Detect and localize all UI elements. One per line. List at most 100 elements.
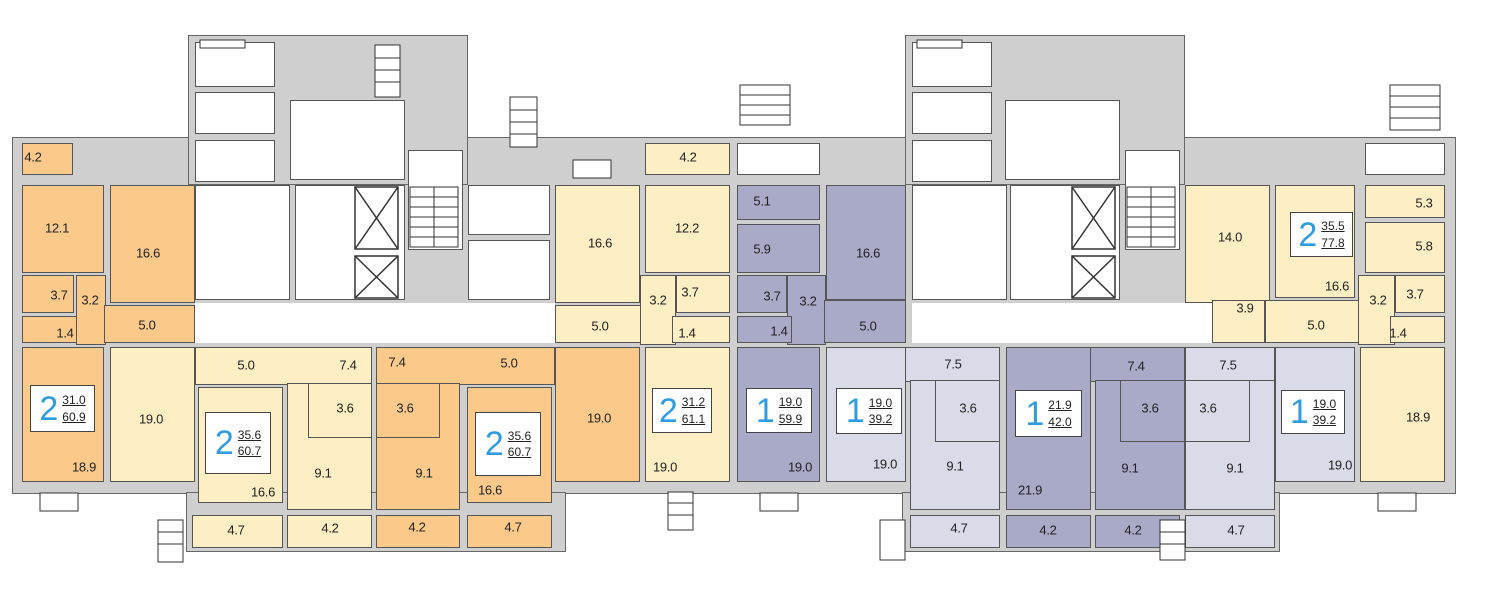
living-area: 21.9 bbox=[1048, 398, 1072, 413]
room-area: 4.7 bbox=[504, 519, 522, 535]
room-fill bbox=[737, 316, 792, 343]
room-fill bbox=[1120, 380, 1185, 442]
room-fill bbox=[737, 185, 820, 220]
room-fill bbox=[672, 316, 730, 343]
living-area: 31.2 bbox=[681, 395, 706, 410]
room-fill bbox=[104, 305, 195, 343]
room-area: 1.4 bbox=[678, 325, 696, 341]
room-area: 16.6 bbox=[250, 484, 276, 500]
living-area: 35.5 bbox=[1321, 219, 1345, 234]
room-fill bbox=[676, 275, 730, 313]
room-area: 16.6 bbox=[1324, 278, 1350, 294]
room-fill bbox=[737, 275, 787, 313]
room-area: 21.9 bbox=[1017, 482, 1043, 498]
room-area: 3.7 bbox=[763, 288, 781, 304]
room-area: 4.2 bbox=[1039, 522, 1057, 538]
room-area: 3.7 bbox=[1406, 286, 1424, 302]
room-area: 4.2 bbox=[321, 520, 339, 536]
vestibule bbox=[290, 100, 405, 180]
room-fill bbox=[737, 224, 820, 273]
room-area: 19.0 bbox=[872, 456, 898, 472]
room-area: 9.1 bbox=[946, 458, 964, 474]
room-fill bbox=[110, 185, 195, 303]
room-count: 2 bbox=[39, 389, 59, 428]
room-fill bbox=[376, 383, 440, 438]
room-area: 4.2 bbox=[408, 519, 426, 535]
room-area: 14.0 bbox=[1217, 229, 1243, 245]
room-fill bbox=[1390, 316, 1445, 343]
room-area: 5.0 bbox=[591, 318, 609, 334]
room-fill bbox=[555, 305, 641, 343]
room-area: 3.6 bbox=[959, 400, 977, 416]
living-area: 31.0 bbox=[62, 393, 86, 408]
room-area: 4.2 bbox=[1124, 522, 1142, 538]
room-fill bbox=[110, 347, 195, 482]
room-fill bbox=[1185, 380, 1250, 442]
total-area: 59.9 bbox=[778, 411, 803, 426]
room-fill bbox=[195, 347, 372, 385]
total-area: 60.7 bbox=[237, 444, 262, 458]
service-room bbox=[468, 185, 550, 235]
room-fill bbox=[22, 185, 104, 273]
room-area: 5.3 bbox=[1415, 195, 1433, 211]
room-area: 16.6 bbox=[135, 245, 161, 261]
room-area: 12.1 bbox=[44, 220, 70, 236]
room-area: 5.0 bbox=[859, 318, 877, 334]
elevator-icon bbox=[354, 186, 1116, 299]
room-count: 2 bbox=[658, 391, 678, 430]
room-fill bbox=[308, 383, 372, 438]
room-fill bbox=[376, 347, 555, 385]
vestibule bbox=[912, 140, 992, 182]
room-area: 16.6 bbox=[587, 235, 613, 251]
room-area: 12.2 bbox=[674, 220, 700, 236]
total-area: 60.9 bbox=[62, 409, 86, 424]
living-area: 19.0 bbox=[778, 395, 803, 410]
room-area: 5.8 bbox=[1415, 238, 1433, 254]
room-area: 5.9 bbox=[753, 241, 771, 257]
vestibule bbox=[912, 92, 992, 134]
room-area: 3.6 bbox=[1199, 400, 1217, 416]
room-area: 18.9 bbox=[71, 459, 97, 475]
balcony-top bbox=[1365, 143, 1445, 175]
room-count: 2 bbox=[1298, 215, 1318, 254]
vestibule bbox=[1005, 100, 1120, 180]
room-area: 4.7 bbox=[1227, 522, 1245, 538]
stair-hall bbox=[912, 185, 1007, 300]
room-area: 7.4 bbox=[1127, 358, 1145, 374]
room-fill bbox=[287, 515, 372, 548]
total-area: 39.2 bbox=[868, 412, 893, 426]
room-area: 16.6 bbox=[477, 482, 503, 498]
common-corridor bbox=[195, 303, 555, 343]
room-count: 1 bbox=[1289, 393, 1309, 431]
room-area: 3.7 bbox=[50, 287, 68, 303]
room-fill bbox=[1212, 300, 1265, 343]
room-area: 5.0 bbox=[500, 355, 518, 371]
service-room bbox=[468, 240, 550, 300]
room-area: 16.6 bbox=[855, 245, 881, 261]
living-area: 19.0 bbox=[1312, 396, 1337, 411]
room-fill bbox=[1365, 222, 1445, 273]
room-area: 3.2 bbox=[1369, 292, 1387, 308]
room-fill bbox=[555, 185, 640, 303]
room-fill bbox=[1265, 300, 1360, 343]
room-fill bbox=[1090, 347, 1185, 382]
room-fill bbox=[910, 515, 1000, 548]
staircase-icon bbox=[409, 186, 1176, 248]
room-area: 9.1 bbox=[1121, 460, 1139, 476]
room-area: 3.2 bbox=[649, 292, 667, 308]
room-fill bbox=[787, 275, 826, 345]
total-area: 61.1 bbox=[681, 411, 706, 426]
room-fill bbox=[467, 515, 552, 548]
living-area: 19.0 bbox=[868, 395, 893, 410]
room-area: 5.1 bbox=[753, 193, 771, 209]
room-area: 5.0 bbox=[237, 357, 255, 373]
room-fill bbox=[1185, 185, 1270, 303]
room-fill bbox=[76, 275, 106, 345]
room-fill bbox=[645, 185, 730, 273]
